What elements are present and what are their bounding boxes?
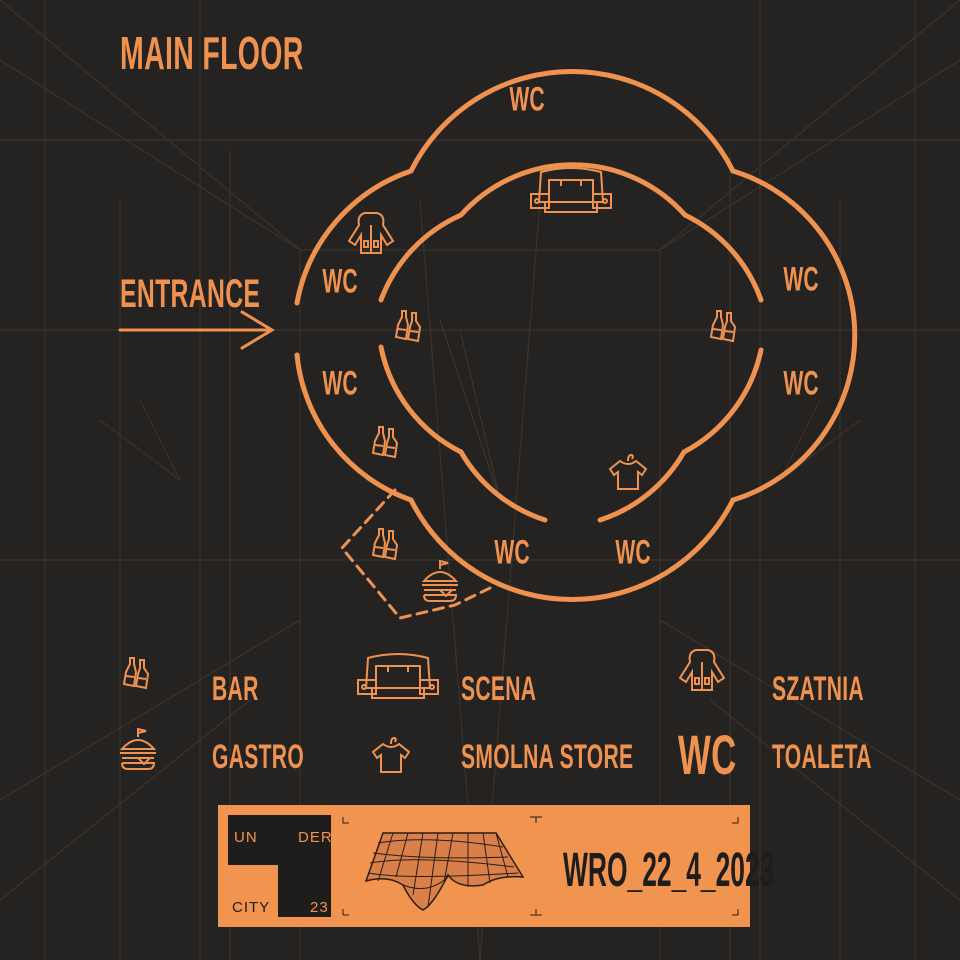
bar-icon <box>710 310 736 342</box>
legend-scena-label: SCENA <box>461 670 537 708</box>
wc-marker: WC <box>783 260 819 299</box>
bar-icon <box>395 310 421 342</box>
logo-text-un: UN <box>234 829 258 846</box>
legend-smolna-store-label: SMOLNA STORE <box>461 738 634 776</box>
legend-gastro-label: GASTRO <box>212 738 305 776</box>
legend-gastro-icon <box>119 728 157 770</box>
logo-text-der: DER <box>298 829 333 846</box>
bar-icon <box>372 528 398 560</box>
wc-marker: WC <box>509 80 545 119</box>
bar-icon <box>372 426 398 458</box>
scena-icon <box>530 167 612 213</box>
inner-wall-right <box>597 347 764 523</box>
smolna-store-icon <box>609 454 647 490</box>
inner-wall-left <box>378 344 548 523</box>
wc-marker: WC <box>494 533 530 572</box>
legend-bar-label: BAR <box>212 670 259 708</box>
wc-marker: WC <box>322 364 358 403</box>
legend-scena-icon <box>357 653 439 699</box>
inner-wall-top <box>378 162 764 303</box>
legend-szatnia-label: SZATNIA <box>772 670 864 708</box>
wireframe-terrain-graphic <box>342 816 739 916</box>
legend-toaleta-label: TOALETA <box>772 738 872 776</box>
logo-text-city: CITY <box>232 899 271 916</box>
outdoor-area-dashed <box>340 488 492 620</box>
gastro-icon <box>421 560 459 602</box>
legend-smolna-store-icon <box>372 737 410 773</box>
event-date: WRO_22_4_2023 <box>563 844 775 897</box>
outer-wall <box>294 68 858 603</box>
event-banner: UN DER CITY 23 WRO_22_4_2023 <box>218 805 774 927</box>
page-title: MAIN FLOOR <box>120 27 304 79</box>
logo-text-23: 23 <box>310 899 329 916</box>
entrance-label: ENTRANCE <box>120 272 261 316</box>
wc-marker: WC <box>783 364 819 403</box>
wc-marker: WC <box>615 533 651 572</box>
entrance-arrow <box>118 310 275 350</box>
terrain-mesh <box>364 832 525 911</box>
szatnia-icon <box>348 212 394 254</box>
wc-marker: WC <box>322 262 358 301</box>
under-city-logo: UN DER CITY 23 <box>228 815 333 917</box>
legend-bar-icon <box>123 657 149 689</box>
legend-wc-symbol: WC <box>678 723 737 786</box>
legend-szatnia-icon <box>679 649 725 691</box>
